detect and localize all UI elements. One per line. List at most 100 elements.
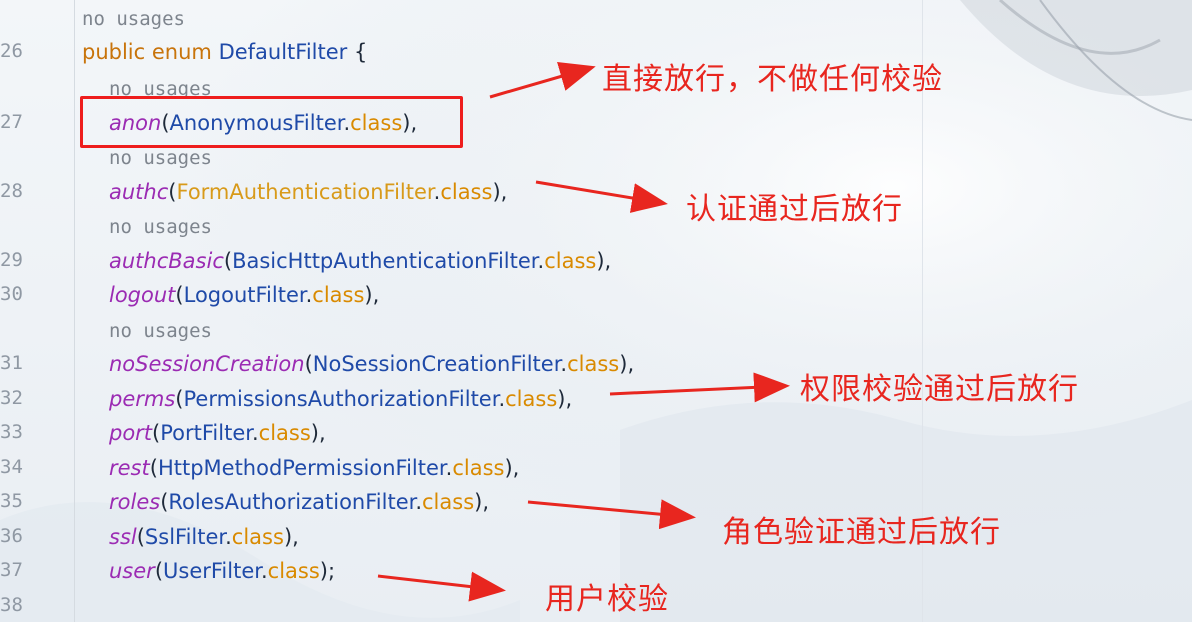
open-brace: { xyxy=(347,40,368,64)
tail: ), xyxy=(619,352,635,376)
usage-hint[interactable]: no usages xyxy=(109,320,212,342)
enum-entry-port[interactable]: port(PortFilter.class), xyxy=(109,421,326,445)
enum-entry-anon[interactable]: anon(AnonymousFilter.class), xyxy=(109,111,417,135)
tail: ), xyxy=(557,387,573,411)
class-keyword: class xyxy=(422,490,475,514)
class-ref: LogoutFilter xyxy=(183,283,306,307)
class-ref: AnonymousFilter xyxy=(169,111,344,135)
class-ref: BasicHttpAuthenticationFilter xyxy=(232,249,538,273)
line-number: 31 xyxy=(0,352,23,374)
line-number: 33 xyxy=(0,421,23,443)
usage-hint[interactable]: no usages xyxy=(109,78,212,100)
enum-entry-ssl[interactable]: ssl(SslFilter.class), xyxy=(109,525,299,549)
paren: ( xyxy=(175,283,184,307)
paren: ( xyxy=(149,456,158,480)
enum-constant: user xyxy=(109,559,155,583)
line-number: 26 xyxy=(0,40,23,62)
line-number: 37 xyxy=(0,559,23,581)
class-keyword: class xyxy=(505,387,558,411)
dot: . xyxy=(225,525,232,549)
usage-hint[interactable]: no usages xyxy=(109,216,212,238)
arrow-icon xyxy=(527,499,696,530)
dot: . xyxy=(537,249,545,273)
enum-entry-user[interactable]: user(UserFilter.class); xyxy=(109,559,335,583)
enum-entry-logout[interactable]: logout(LogoutFilter.class), xyxy=(109,283,379,307)
line-number: 36 xyxy=(0,525,23,547)
enum-constant: ssl xyxy=(109,525,137,549)
dot: . xyxy=(498,387,506,411)
dot: . xyxy=(415,490,423,514)
dot: . xyxy=(343,111,351,135)
line-number-gutter: 26 27 28 29 30 31 32 33 34 35 36 37 38 xyxy=(0,0,48,622)
arrow-icon xyxy=(609,372,790,403)
class-keyword: class xyxy=(440,180,493,204)
annotation-anon: 直接放行，不做任何校验 xyxy=(602,62,943,97)
enum-entry-nosessioncreation[interactable]: noSessionCreation(NoSessionCreationFilte… xyxy=(109,352,634,376)
enum-constant: roles xyxy=(109,490,161,514)
line-number: 38 xyxy=(0,594,23,616)
enum-constant: noSessionCreation xyxy=(109,352,305,376)
enum-constant: anon xyxy=(109,111,162,135)
fold-guide xyxy=(74,0,75,622)
tail: ), xyxy=(474,490,490,514)
paren: ( xyxy=(161,111,170,135)
paren: ( xyxy=(160,490,169,514)
class-keyword: class xyxy=(312,283,365,307)
highlight-box xyxy=(80,96,463,148)
class-ref: PermissionsAuthorizationFilter xyxy=(183,387,499,411)
arrow-icon xyxy=(489,61,596,99)
paren: ( xyxy=(154,559,164,583)
dot: . xyxy=(251,421,259,445)
enum-entry-authcbasic[interactable]: authcBasic(BasicHttpAuthenticationFilter… xyxy=(109,249,611,273)
class-ref: NoSessionCreationFilter xyxy=(312,352,561,376)
enum-constant: rest xyxy=(109,456,150,480)
class-keyword: class xyxy=(258,421,311,445)
class-ref: FormAuthenticationFilter xyxy=(176,180,434,204)
enum-name: DefaultFilter xyxy=(218,40,348,64)
class-keyword: class xyxy=(452,456,505,480)
tail: ), xyxy=(402,111,418,135)
class-ref: SslFilter xyxy=(144,525,226,549)
enum-constant: authcBasic xyxy=(109,249,224,273)
annotation-roles: 角色验证通过后放行 xyxy=(722,515,1001,550)
paren: ( xyxy=(136,525,145,549)
dot: . xyxy=(305,283,313,307)
enum-constant: authc xyxy=(109,180,169,204)
line-number: 30 xyxy=(0,283,23,305)
annotation-authc: 认证通过后放行 xyxy=(686,192,903,227)
class-ref: UserFilter xyxy=(163,559,261,583)
tail: ), xyxy=(283,525,299,549)
enum-entry-rest[interactable]: rest(HttpMethodPermissionFilter.class), xyxy=(109,456,519,480)
enum-constant: logout xyxy=(109,283,176,307)
enum-entry-perms[interactable]: perms(PermissionsAuthorizationFilter.cla… xyxy=(109,387,572,411)
class-keyword: class xyxy=(567,352,620,376)
class-ref: RolesAuthorizationFilter xyxy=(168,490,416,514)
paren: ( xyxy=(223,249,233,273)
enum-entry-authc[interactable]: authc(FormAuthenticationFilter.class), xyxy=(109,180,507,204)
enum-constant: perms xyxy=(109,387,176,411)
class-ref: HttpMethodPermissionFilter xyxy=(157,456,446,480)
dot: . xyxy=(560,352,568,376)
paren: ( xyxy=(304,352,313,376)
class-keyword: class xyxy=(231,525,284,549)
dot: . xyxy=(445,456,453,480)
enum-entry-roles[interactable]: roles(RolesAuthorizationFilter.class), xyxy=(109,490,489,514)
tail: ), xyxy=(364,283,380,307)
dot: . xyxy=(433,180,441,204)
enum-constant: port xyxy=(109,421,153,445)
class-keyword: class xyxy=(267,559,320,583)
annotation-perms: 权限校验通过后放行 xyxy=(800,372,1079,407)
tail: ), xyxy=(596,249,612,273)
class-ref: PortFilter xyxy=(160,421,252,445)
tail: ), xyxy=(504,456,520,480)
arrow-icon xyxy=(377,571,506,602)
usage-hint[interactable]: no usages xyxy=(109,147,212,169)
line-number: 34 xyxy=(0,456,23,478)
paren: ( xyxy=(152,421,161,445)
usage-hint[interactable]: no usages xyxy=(82,8,185,30)
enum-declaration[interactable]: public enum DefaultFilter { xyxy=(82,40,367,64)
line-number: 27 xyxy=(0,111,23,133)
dot: . xyxy=(260,559,268,583)
